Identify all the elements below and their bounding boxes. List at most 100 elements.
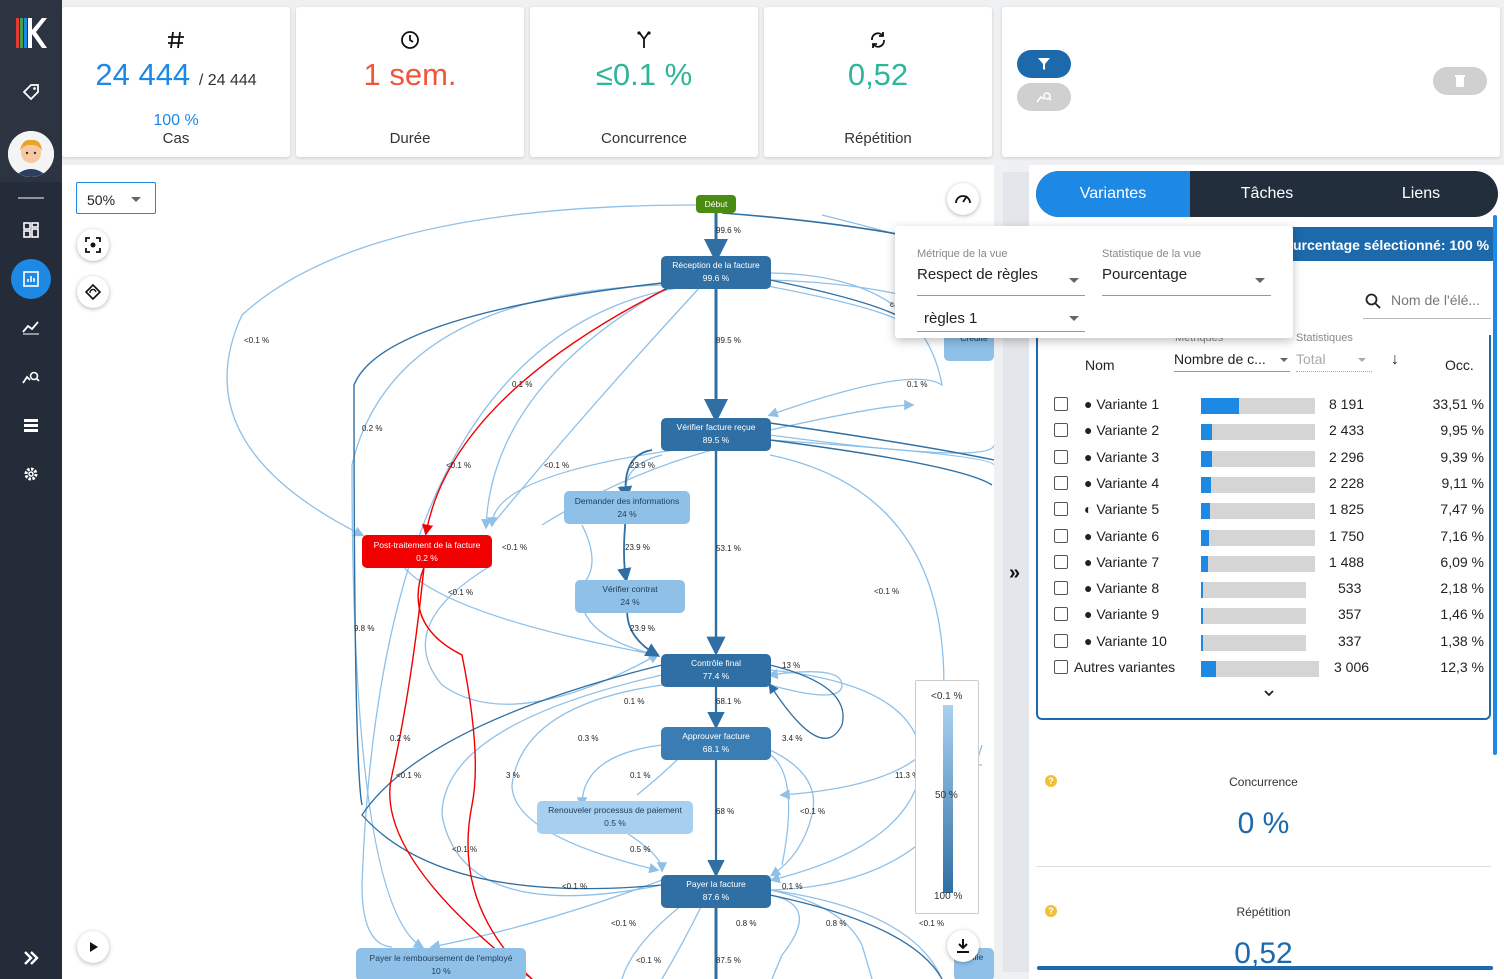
caret-down-icon bbox=[1255, 278, 1265, 283]
process-map-button[interactable] bbox=[11, 259, 51, 299]
settings-button[interactable] bbox=[11, 454, 51, 494]
variant-count: 1 750 bbox=[1329, 527, 1365, 544]
variant-count: 533 bbox=[1338, 580, 1362, 597]
zoom-value: 50% bbox=[87, 192, 116, 208]
help-icon[interactable]: ? bbox=[1045, 775, 1057, 787]
trend-button[interactable] bbox=[11, 307, 51, 347]
variant-checkbox[interactable] bbox=[1054, 554, 1068, 569]
chevron-down-icon[interactable] bbox=[1263, 687, 1275, 699]
metrics-select[interactable]: Nombre de c... bbox=[1174, 351, 1290, 372]
duration-value: 1 sem. bbox=[363, 57, 457, 92]
variant-checkbox[interactable] bbox=[1054, 475, 1068, 490]
edge-label: <0.1 % bbox=[800, 807, 825, 816]
analysis-filter-button[interactable] bbox=[1017, 83, 1071, 111]
dashboard-button[interactable] bbox=[11, 210, 51, 250]
node-post[interactable]: Post-traitement de la facture 0.2 % bbox=[362, 535, 492, 568]
variants-table: Métriques Statistiques Nom Nombre de c..… bbox=[1036, 332, 1491, 720]
variant-bar-fill bbox=[1201, 661, 1216, 677]
variant-dot-icon: ● bbox=[1084, 474, 1097, 491]
node-contrat-label: Vérifier contrat bbox=[602, 584, 658, 594]
stat-select[interactable]: Statistique de la vue Pourcentage bbox=[1102, 248, 1271, 296]
node-verifier[interactable]: Vérifier facture reçue 89.5 % bbox=[661, 418, 771, 451]
name-header[interactable]: Nom bbox=[1085, 357, 1115, 373]
double-chevron-right-icon[interactable]: » bbox=[1009, 562, 1021, 584]
variant-checkbox[interactable] bbox=[1054, 423, 1068, 438]
expand-sidebar-button[interactable] bbox=[11, 938, 51, 978]
vertical-scrollbar[interactable] bbox=[1493, 215, 1497, 755]
cases-label: Cas bbox=[162, 130, 190, 147]
node-debut[interactable]: Début bbox=[696, 195, 736, 213]
variant-checkbox[interactable] bbox=[1054, 607, 1068, 622]
tag-button[interactable] bbox=[11, 72, 51, 112]
node-approuver[interactable]: Approuver facture 68.1 % bbox=[661, 727, 771, 760]
download-button[interactable] bbox=[947, 930, 979, 962]
stats-select[interactable]: Total bbox=[1296, 351, 1372, 372]
process-graph[interactable]: Début Réception de la facture 99.6 % Vér… bbox=[62, 165, 994, 979]
node-demander[interactable]: Demander des informations 24 % bbox=[564, 491, 690, 524]
variant-checkbox[interactable] bbox=[1054, 660, 1068, 674]
gear-icon bbox=[24, 467, 38, 481]
node-contrat[interactable]: Vérifier contrat 24 % bbox=[575, 580, 685, 613]
tab-liens[interactable]: Liens bbox=[1401, 185, 1441, 202]
center-view-button[interactable] bbox=[77, 229, 109, 261]
variant-name: ● Variante 7 bbox=[1084, 554, 1159, 570]
variant-checkbox[interactable] bbox=[1054, 397, 1068, 411]
variant-name-text: Variante 6 bbox=[1096, 527, 1160, 544]
avatar[interactable] bbox=[8, 131, 54, 177]
metric-select[interactable]: Métrique de la vue Respect de règles bbox=[917, 248, 1085, 296]
app-logo[interactable] bbox=[14, 16, 48, 50]
horizontal-scrollbar[interactable] bbox=[1037, 966, 1493, 970]
node-controle[interactable]: Contrôle final 77.4 % bbox=[661, 654, 771, 687]
process-flow-canvas[interactable]: Début Réception de la facture 99.6 % Vér… bbox=[62, 165, 994, 979]
variant-checkbox[interactable] bbox=[1054, 449, 1068, 464]
variant-checkbox[interactable] bbox=[1054, 581, 1068, 596]
node-renouveler[interactable]: Renouveler processus de paiement 0.5 % bbox=[537, 801, 693, 834]
rotate-view-button[interactable] bbox=[77, 276, 109, 308]
variant-bar-fill bbox=[1201, 398, 1239, 414]
play-button[interactable] bbox=[77, 931, 109, 963]
variant-dot-icon: ● bbox=[1084, 606, 1097, 623]
node-reception-label: Réception de la facture bbox=[672, 260, 760, 270]
zoom-select[interactable]: 50% bbox=[76, 182, 156, 214]
variant-percent: 6,09 % bbox=[1440, 553, 1484, 570]
node-payer[interactable]: Payer la facture 87.6 % bbox=[661, 875, 771, 908]
edge-labels: 99.6 % 89.5 % 0.1 % <0.1 % 0.2 % 0.1 % <… bbox=[244, 226, 944, 965]
node-rembourse[interactable]: Payer le remboursement de l'employé 10 % bbox=[356, 948, 526, 979]
search-input[interactable]: Nom de l'élé... bbox=[1363, 285, 1491, 319]
filter-button[interactable] bbox=[1017, 50, 1071, 78]
tab-taches[interactable]: Tâches bbox=[1240, 185, 1294, 202]
list-button[interactable] bbox=[11, 405, 51, 445]
filter-card bbox=[1002, 7, 1500, 157]
variant-bar-fill bbox=[1201, 503, 1210, 520]
edge-label: <0.1 % bbox=[874, 587, 899, 596]
edge-label: 0.8 % bbox=[736, 919, 756, 928]
performance-button[interactable] bbox=[947, 183, 979, 215]
node-verifier-pct: 89.5 % bbox=[703, 435, 730, 445]
delete-button[interactable] bbox=[1433, 67, 1487, 95]
sort-arrow-icon[interactable]: ↓ bbox=[1391, 351, 1399, 368]
variant-percent: 33,51 % bbox=[1432, 396, 1484, 412]
tab-variantes[interactable]: Variantes bbox=[1036, 171, 1190, 217]
analysis-button[interactable] bbox=[11, 357, 51, 397]
variant-checkbox[interactable] bbox=[1054, 633, 1068, 648]
node-demander-pct: 24 % bbox=[617, 509, 637, 519]
rules-select[interactable]: règles 1 bbox=[917, 304, 1085, 332]
occ-header[interactable]: Occ. bbox=[1445, 357, 1474, 373]
variant-dot-icon: ● bbox=[1084, 396, 1097, 412]
help-icon[interactable]: ? bbox=[1045, 905, 1057, 917]
variant-bar-fill bbox=[1201, 424, 1212, 441]
variant-checkbox[interactable] bbox=[1054, 528, 1068, 543]
variant-checkbox[interactable] bbox=[1054, 502, 1068, 517]
node-reception[interactable]: Réception de la facture 99.6 % bbox=[661, 256, 771, 289]
